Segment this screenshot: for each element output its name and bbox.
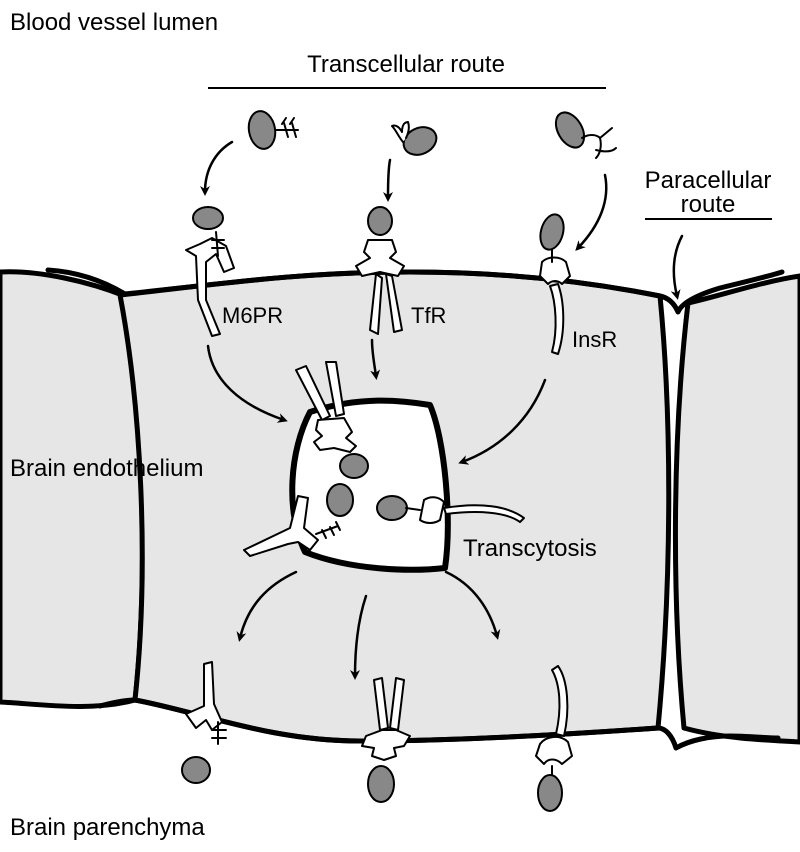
apical-membrane	[45, 267, 785, 315]
insr-receptor-basal	[535, 665, 573, 812]
m6pr-ligand-free	[247, 110, 299, 150]
tfr-label: TfR	[411, 303, 446, 328]
left-endothelial-cell	[0, 269, 145, 709]
m6pr-internalization-arrow	[206, 344, 288, 423]
m6pr-receptor-basal	[181, 661, 227, 784]
tfr-ligand-free	[391, 121, 438, 156]
endothelium-label: Brain endothelium	[10, 455, 203, 482]
insr-ligand-free	[554, 111, 617, 159]
paracellular-route-label-line2: route	[681, 191, 736, 218]
m6pr-exocytosis-arrow	[236, 570, 298, 642]
tfr-receptor-apical	[355, 206, 405, 335]
transcellular-route-label: Transcellular route	[307, 51, 505, 78]
tfr-internalization-arrow	[370, 338, 381, 380]
insr-exocytosis-arrow	[444, 570, 501, 640]
tfr-complex-in-vesicle	[295, 361, 369, 479]
tfr-receptor-basal	[361, 677, 411, 803]
right-endothelial-cell	[672, 273, 800, 745]
m6pr-binding-arrow	[200, 140, 234, 196]
insr-label: InsR	[572, 327, 617, 352]
tfr-binding-arrow	[383, 158, 394, 202]
tfr-exocytosis-arrow	[350, 594, 368, 680]
m6pr-label: M6PR	[222, 303, 283, 328]
m6pr-complex-in-vesicle	[243, 483, 354, 557]
basal-membrane	[97, 697, 781, 751]
insr-binding-arrow	[575, 173, 608, 251]
insr-complex-in-vesicle	[376, 495, 525, 524]
insr-receptor-apical	[539, 213, 571, 355]
transcytosis-label: Transcytosis	[463, 535, 597, 562]
lumen-label: Blood vessel lumen	[10, 9, 218, 36]
paracellular-arrow	[670, 234, 684, 300]
parenchyma-label: Brain parenchyma	[10, 814, 205, 841]
m6pr-receptor-apical	[185, 206, 235, 337]
paracellular-route-label-line1: Paracellular	[645, 167, 772, 194]
insr-internalization-arrow	[458, 378, 547, 465]
